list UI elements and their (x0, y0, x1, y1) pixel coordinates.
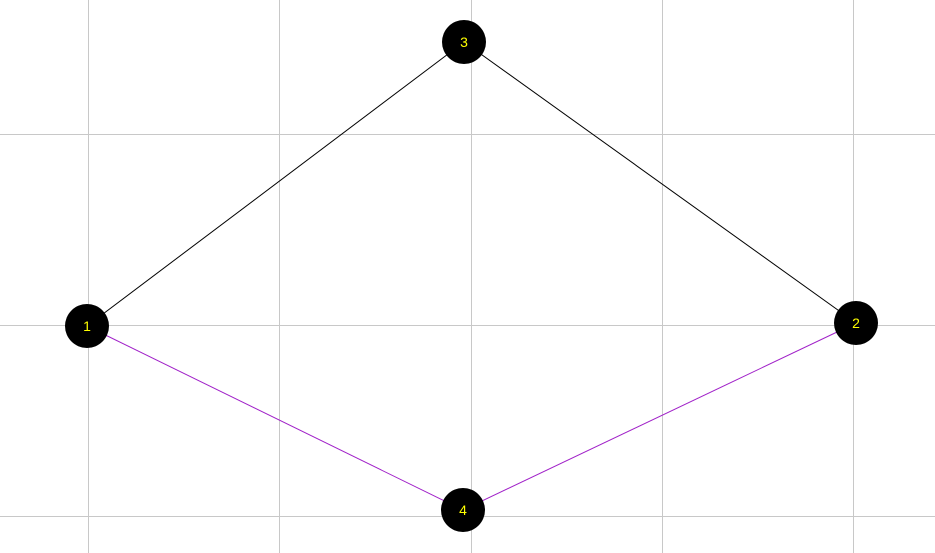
node-circle (65, 304, 109, 348)
node-1[interactable]: 1 (65, 304, 109, 348)
edges (86, 41, 857, 511)
edge-3-2 (463, 41, 857, 324)
node-circle (834, 301, 878, 345)
node-circle (441, 488, 485, 532)
node-label: 3 (460, 34, 468, 50)
node-label: 1 (83, 318, 91, 334)
edge-1-4 (86, 325, 464, 511)
edge-4-2 (462, 322, 857, 511)
node-2[interactable]: 2 (834, 301, 878, 345)
node-3[interactable]: 3 (442, 20, 486, 64)
node-circle (442, 20, 486, 64)
node-label: 2 (852, 315, 860, 331)
edge-1-3 (86, 41, 465, 327)
node-4[interactable]: 4 (441, 488, 485, 532)
node-label: 4 (459, 502, 467, 518)
nodes: 1 2 3 4 (65, 20, 878, 532)
